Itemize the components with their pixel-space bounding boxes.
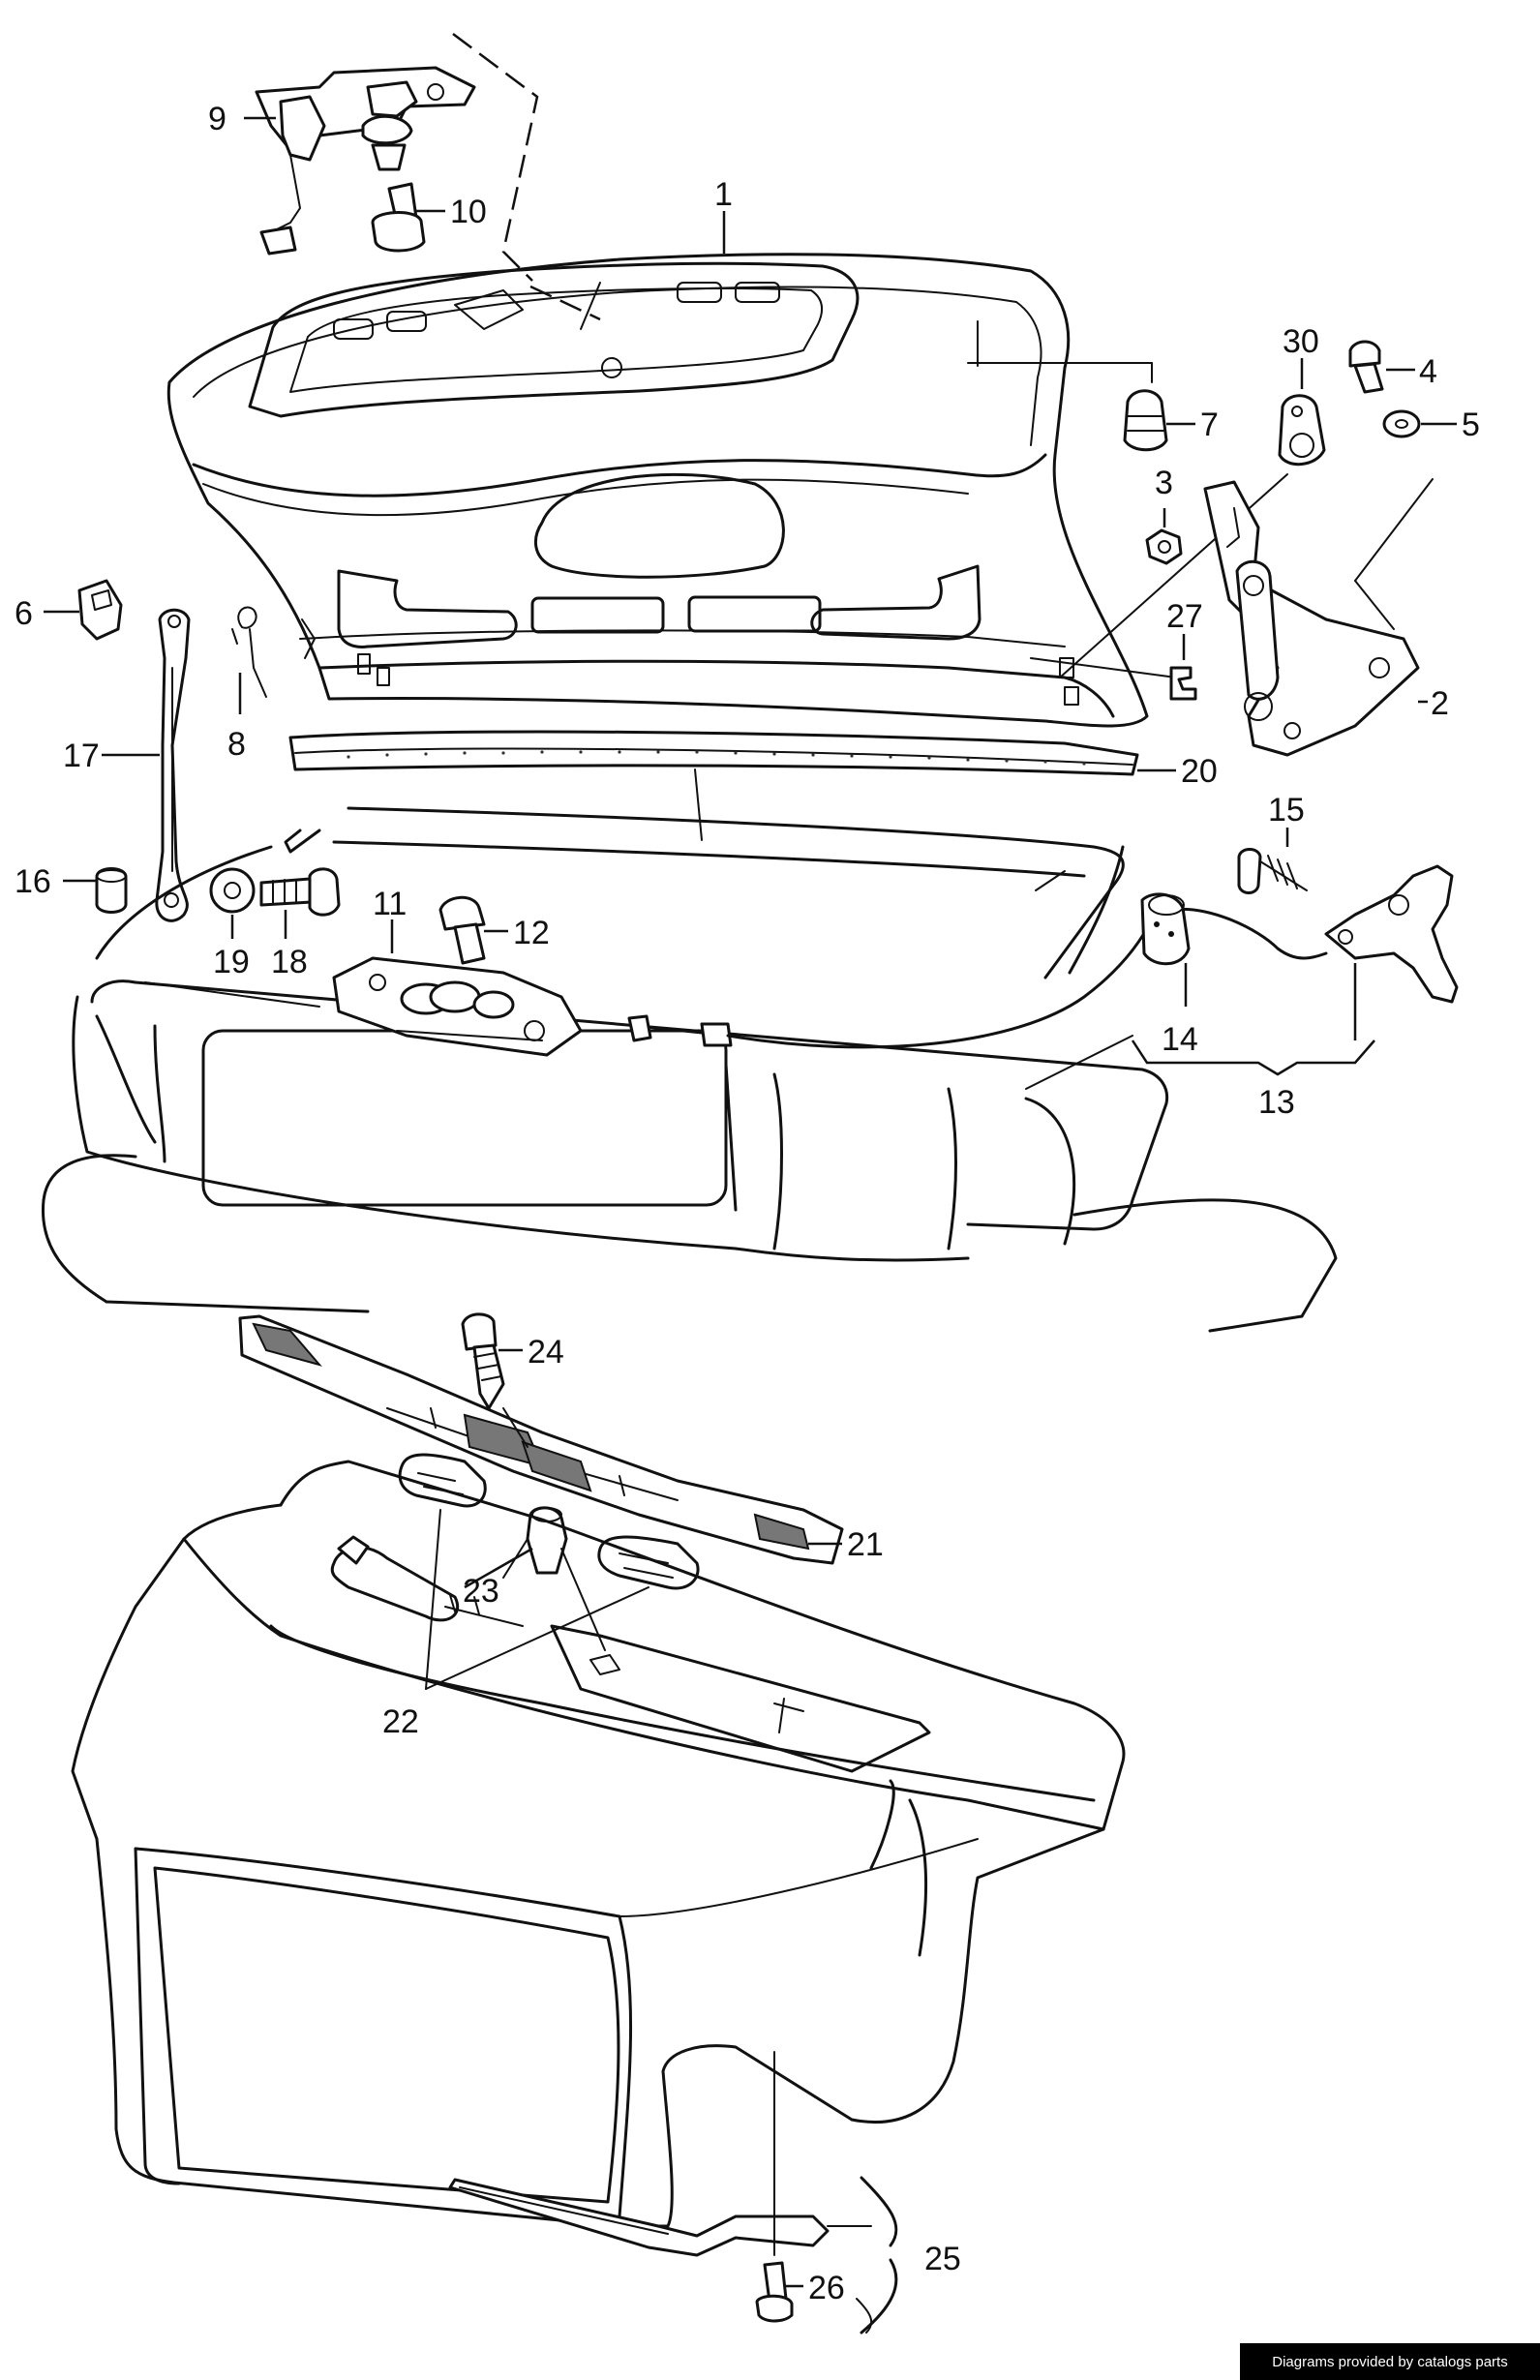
callout-5: 5 xyxy=(1462,407,1480,443)
clip-27 xyxy=(1169,666,1197,701)
callout-9: 9 xyxy=(208,101,226,137)
nut-3 xyxy=(1145,528,1183,565)
spring-8 xyxy=(231,606,267,698)
vehicle-body-front xyxy=(41,806,1338,1333)
callout-7: 7 xyxy=(1200,407,1219,443)
callout-23: 23 xyxy=(463,1573,499,1610)
washer-19 xyxy=(209,867,256,914)
screw-24 xyxy=(461,1312,528,1448)
screw-15 xyxy=(1237,848,1308,894)
grommet-14 xyxy=(1140,892,1191,966)
bolt-10 xyxy=(371,182,426,253)
lock-bracket-2 xyxy=(1203,480,1420,757)
bolt-4 xyxy=(1348,340,1384,394)
callout-6: 6 xyxy=(15,595,33,632)
bolt-12 xyxy=(438,895,486,965)
callout-11: 11 xyxy=(373,886,407,922)
bolt-18 xyxy=(259,867,341,917)
callout-12: 12 xyxy=(513,915,550,951)
callout-26: 26 xyxy=(808,2270,845,2306)
buffer-7 xyxy=(1123,389,1168,452)
footer-credit: Diagrams provided by catalogs parts xyxy=(1240,2343,1540,2380)
seal-strip-25 xyxy=(448,2051,898,2335)
release-handle xyxy=(1324,864,1459,1004)
callout-8: 8 xyxy=(227,726,246,763)
callout-3: 3 xyxy=(1155,465,1173,501)
callout-16: 16 xyxy=(15,863,51,900)
callout-10: 10 xyxy=(450,194,487,230)
grille-21 xyxy=(238,1314,844,1565)
callout-30: 30 xyxy=(1283,323,1319,360)
callout-17: 17 xyxy=(63,738,100,774)
callout-15: 15 xyxy=(1268,792,1305,828)
hood-panel-upper xyxy=(166,211,1149,728)
latch-11 xyxy=(332,956,583,1057)
callout-labels: 1 2 3 4 5 6 7 8 9 10 11 12 13 14 15 16 1… xyxy=(15,101,1480,2306)
seal-strip-20 xyxy=(288,730,1139,841)
plate-30 xyxy=(1278,394,1326,467)
hinge-9 xyxy=(255,66,476,256)
callout-14: 14 xyxy=(1162,1021,1198,1058)
callout-22: 22 xyxy=(382,1703,419,1740)
screw-26 xyxy=(755,2261,794,2323)
grommet-16 xyxy=(95,867,128,914)
callout-2: 2 xyxy=(1431,685,1449,722)
washer-5 xyxy=(1382,409,1421,438)
release-cable-13 xyxy=(627,907,1328,1090)
clip-6 xyxy=(77,579,123,641)
hood-lower xyxy=(71,1460,1126,2228)
callout-4: 4 xyxy=(1419,353,1437,390)
callout-24: 24 xyxy=(528,1334,564,1371)
callout-20: 20 xyxy=(1181,753,1218,790)
callout-1: 1 xyxy=(714,176,733,213)
callout-25: 25 xyxy=(924,2241,961,2277)
callout-leaders xyxy=(44,116,1457,2288)
prop-rod-17 xyxy=(155,608,191,922)
callout-19: 19 xyxy=(213,944,250,980)
callout-27: 27 xyxy=(1166,598,1203,635)
callout-18: 18 xyxy=(271,944,308,980)
dashed-reference-lines xyxy=(452,32,1434,678)
callout-13: 13 xyxy=(1258,1084,1295,1121)
callout-21: 21 xyxy=(847,1526,884,1563)
